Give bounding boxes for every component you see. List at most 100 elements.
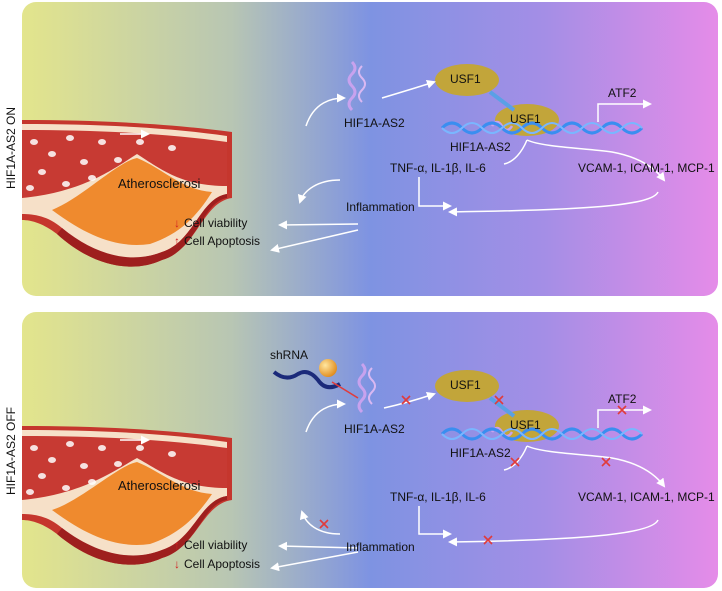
side-label-off-text: HIF1A-AS2 OFF — [4, 406, 19, 496]
plaque — [52, 462, 212, 545]
arrow-dna-to-adhesion — [526, 139, 666, 182]
arrow-vessel-to-rna — [305, 93, 346, 127]
plaque-label: Atherosclerosi — [118, 176, 201, 191]
block-x-icon — [601, 457, 611, 467]
blood-cell — [62, 485, 70, 491]
block-x-icon — [401, 395, 411, 405]
blood-cell — [136, 139, 144, 145]
plaque-cap — [57, 194, 227, 267]
blood-cell — [88, 175, 96, 181]
blood-cell — [38, 169, 46, 175]
blood-cell — [114, 157, 122, 163]
arrow-inflammation-to-apoptosis — [270, 229, 359, 253]
arrow-adhesion-to-inflammation — [448, 519, 659, 547]
arrow-rna-to-usf1 — [381, 79, 436, 99]
dna-helix-off — [440, 427, 644, 441]
inflammation-label: Inflammation — [346, 200, 415, 214]
arrow-cytokines-to-inflammation — [418, 506, 452, 539]
blood-vessel-off — [22, 426, 232, 565]
hif1a-as2-rna-strand-icon — [368, 367, 376, 405]
block-x-icon — [483, 535, 493, 545]
blood-cell — [66, 135, 74, 141]
blood-cell — [80, 463, 88, 469]
arrow-cytokines-to-inflammation — [418, 177, 452, 211]
hif1a-as2-rna-label: HIF1A-AS2 — [344, 422, 405, 436]
blood-cell — [26, 185, 34, 191]
inhibition-marks — [319, 395, 627, 545]
arrow-dna-to-adhesion — [526, 445, 666, 488]
block-x-icon — [617, 405, 627, 415]
plaque-cap — [57, 496, 227, 565]
arrow-rna-to-usf1 — [383, 391, 436, 409]
atf2-gene-label: ATF2 — [608, 86, 637, 100]
arrow-adhesion-to-inflammation — [448, 191, 659, 217]
blood-cell — [26, 489, 34, 495]
blood-cell — [38, 473, 46, 479]
blood-cell — [48, 457, 56, 463]
block-x-icon — [319, 519, 329, 529]
cell-apoptosis-label: Cell Apoptosis — [184, 557, 261, 571]
usf1-free-label: USF1 — [450, 72, 481, 86]
panel-on-diagram — [22, 2, 718, 296]
atf2-transcription-arrow — [597, 99, 652, 122]
usf1-free-label: USF1 — [450, 378, 481, 392]
arrow-dna-to-cytokines — [503, 445, 528, 471]
panel-hif1a-as2-off: shRNA Atherosclerosi HIF1A-AS2 USF1 USF1… — [22, 312, 718, 588]
hif1a-as2-rna-label: HIF1A-AS2 — [344, 116, 405, 130]
blood-cell — [30, 139, 38, 145]
dna-hif1a-as2-label: HIF1A-AS2 — [450, 446, 511, 460]
cell-viability-label: Cell viability — [184, 538, 248, 552]
apoptosis-arrow-icon: ↓ — [174, 557, 180, 571]
viability-arrow-icon: ↑ — [174, 538, 180, 552]
adhesion-molecules-label: VCAM-1, ICAM-1, MCP-1 — [578, 161, 715, 175]
plaque — [52, 158, 212, 245]
arrow-inflammation-to-viability — [278, 220, 359, 230]
shrna-nanoparticle-icon — [319, 359, 337, 377]
blood-cell — [168, 145, 176, 151]
usf1-binding-arrow-icon — [488, 90, 516, 112]
arrow-inflammation-to-apoptosis — [270, 551, 359, 572]
viability-arrow-icon: ↓ — [174, 216, 180, 230]
panel-off-diagram — [22, 312, 718, 588]
blood-cell — [98, 139, 106, 145]
dna-helix-on — [440, 121, 644, 135]
cytokines-label: TNF-α, IL-1β, IL-6 — [390, 490, 486, 504]
arrow-dna-to-cytokines — [503, 139, 528, 165]
plaque-label: Atherosclerosi — [118, 478, 201, 493]
apoptosis-arrow-icon: ↑ — [174, 234, 180, 248]
adhesion-molecules-label: VCAM-1, ICAM-1, MCP-1 — [578, 490, 715, 504]
dna-strand-b — [441, 428, 643, 440]
shrna-inhibit-line — [331, 381, 359, 399]
cell-viability-label: Cell viability — [184, 216, 248, 230]
blood-cell — [136, 445, 144, 451]
arrow-inflammation-to-vessel — [297, 179, 341, 204]
usf1-free-protein — [435, 64, 499, 96]
blood-cell — [80, 159, 88, 165]
blood-vessel-on — [22, 120, 232, 267]
panel-hif1a-as2-on: Atherosclerosi HIF1A-AS2 USF1 USF1 ATF2 … — [22, 2, 718, 296]
arrow-inflammation-to-vessel — [299, 510, 341, 535]
blood-cell — [168, 451, 176, 457]
usf1-free-protein — [435, 370, 499, 402]
side-label-on-text: HIF1A-AS2 ON — [4, 106, 18, 190]
usf1-bound-label: USF1 — [510, 112, 541, 126]
usf1-bound-label: USF1 — [510, 418, 541, 432]
blood-cells — [26, 135, 176, 191]
dna-hif1a-as2-label: HIF1A-AS2 — [450, 140, 511, 154]
side-label-on: HIF1A-AS2 ON — [0, 0, 22, 296]
usf1-binding-arrow-icon — [488, 396, 516, 418]
arrow-inflammation-to-viability — [278, 541, 359, 551]
blood-cell — [114, 461, 122, 467]
block-x-icon — [494, 395, 504, 405]
block-x-icon — [510, 457, 520, 467]
blood-cell — [66, 441, 74, 447]
shrna-label: shRNA — [270, 348, 309, 362]
inflammation-label: Inflammation — [346, 540, 415, 554]
blood-cell — [62, 181, 70, 187]
atf2-gene-label: ATF2 — [608, 392, 637, 406]
blood-cell — [98, 445, 106, 451]
dna-strand-b — [441, 122, 643, 134]
blood-cell — [48, 151, 56, 157]
atf2-transcription-arrow — [597, 405, 652, 428]
cytokines-label: TNF-α, IL-1β, IL-6 — [390, 161, 486, 175]
